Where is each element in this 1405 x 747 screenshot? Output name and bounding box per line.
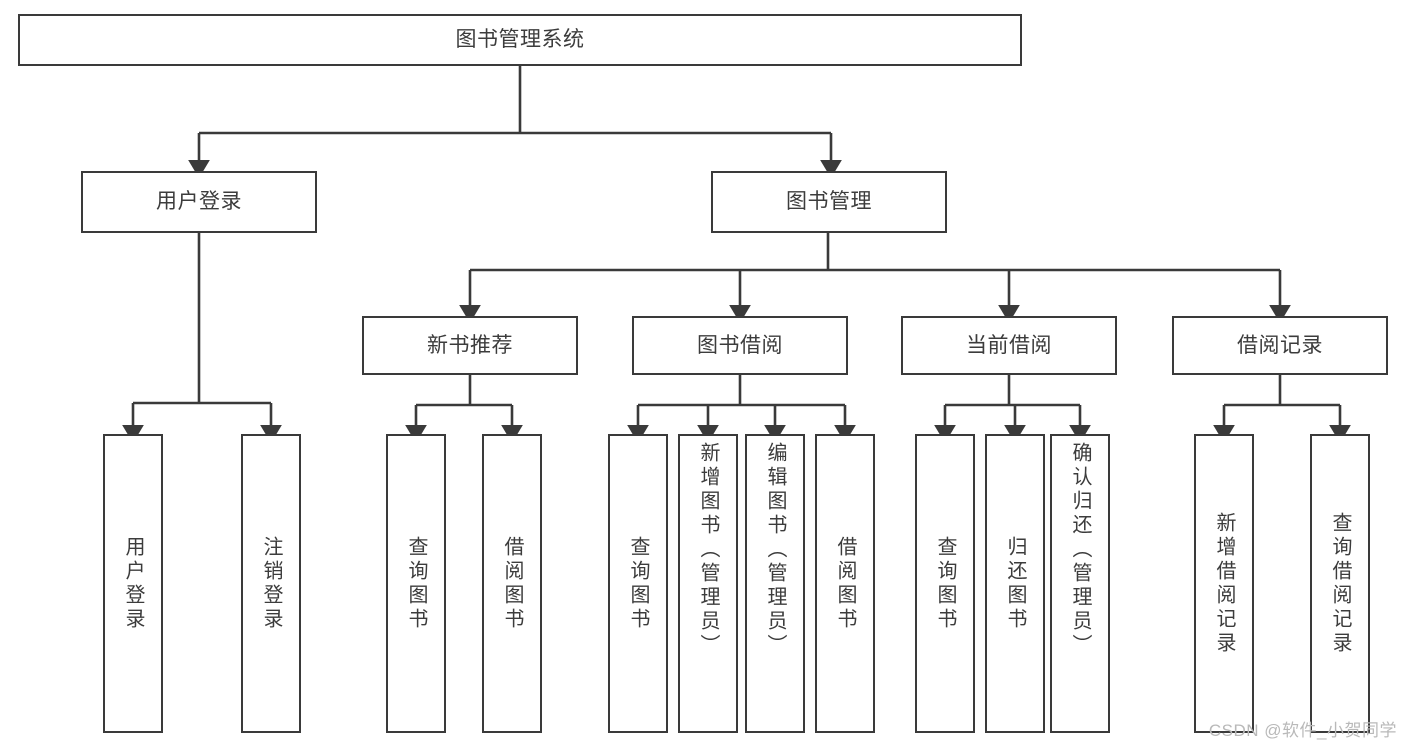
leaf-user-login-logout[interactable]: 注销登录 [241, 434, 301, 733]
leaf-current-return-book[interactable]: 归还图书 [985, 434, 1045, 733]
leaf-label: 编辑图书（管理员） [764, 442, 786, 658]
leaf-label: 查询图书 [934, 535, 956, 632]
leaf-label: 注销登录 [260, 535, 282, 632]
leaf-borrow-query-book[interactable]: 查询图书 [608, 434, 668, 733]
node-label: 新书推荐 [427, 333, 513, 357]
node-current-borrow[interactable]: 当前借阅 [901, 316, 1117, 375]
node-label: 借阅记录 [1237, 333, 1323, 357]
node-book-management[interactable]: 图书管理 [711, 171, 947, 233]
leaf-label: 归还图书 [1004, 535, 1026, 632]
leaf-label: 用户登录 [122, 535, 144, 632]
leaf-borrow-borrow-book[interactable]: 借阅图书 [815, 434, 875, 733]
node-root-system[interactable]: 图书管理系统 [18, 14, 1022, 66]
leaf-current-confirm-return-admin[interactable]: 确认归还（管理员） [1050, 434, 1110, 733]
leaf-record-add-record[interactable]: 新增借阅记录 [1194, 434, 1254, 733]
leaf-label: 新增借阅记录 [1213, 511, 1235, 656]
node-label: 图书借阅 [697, 333, 783, 357]
node-label: 用户登录 [156, 190, 242, 214]
leaf-label: 新增图书（管理员） [697, 442, 719, 658]
leaf-label: 借阅图书 [501, 535, 523, 632]
node-label: 当前借阅 [966, 333, 1052, 357]
watermark-text: CSDN @软件_小贺同学 [1208, 721, 1397, 740]
node-new-book-recommend[interactable]: 新书推荐 [362, 316, 578, 375]
leaf-label: 确认归还（管理员） [1069, 442, 1091, 658]
leaf-recommend-borrow-book[interactable]: 借阅图书 [482, 434, 542, 733]
leaf-label: 借阅图书 [834, 535, 856, 632]
node-book-borrow[interactable]: 图书借阅 [632, 316, 848, 375]
leaf-user-login-login[interactable]: 用户登录 [103, 434, 163, 733]
leaf-label: 查询图书 [405, 535, 427, 632]
leaf-label: 查询图书 [627, 535, 649, 632]
leaf-borrow-edit-book-admin[interactable]: 编辑图书（管理员） [745, 434, 805, 733]
node-label: 图书管理系统 [455, 28, 585, 52]
node-label: 图书管理 [786, 190, 872, 214]
leaf-borrow-add-book-admin[interactable]: 新增图书（管理员） [678, 434, 738, 733]
node-borrow-record[interactable]: 借阅记录 [1172, 316, 1388, 375]
leaf-current-query-book[interactable]: 查询图书 [915, 434, 975, 733]
node-user-login[interactable]: 用户登录 [81, 171, 317, 233]
leaf-label: 查询借阅记录 [1329, 511, 1351, 656]
leaf-recommend-query-book[interactable]: 查询图书 [386, 434, 446, 733]
leaf-record-query-record[interactable]: 查询借阅记录 [1310, 434, 1370, 733]
